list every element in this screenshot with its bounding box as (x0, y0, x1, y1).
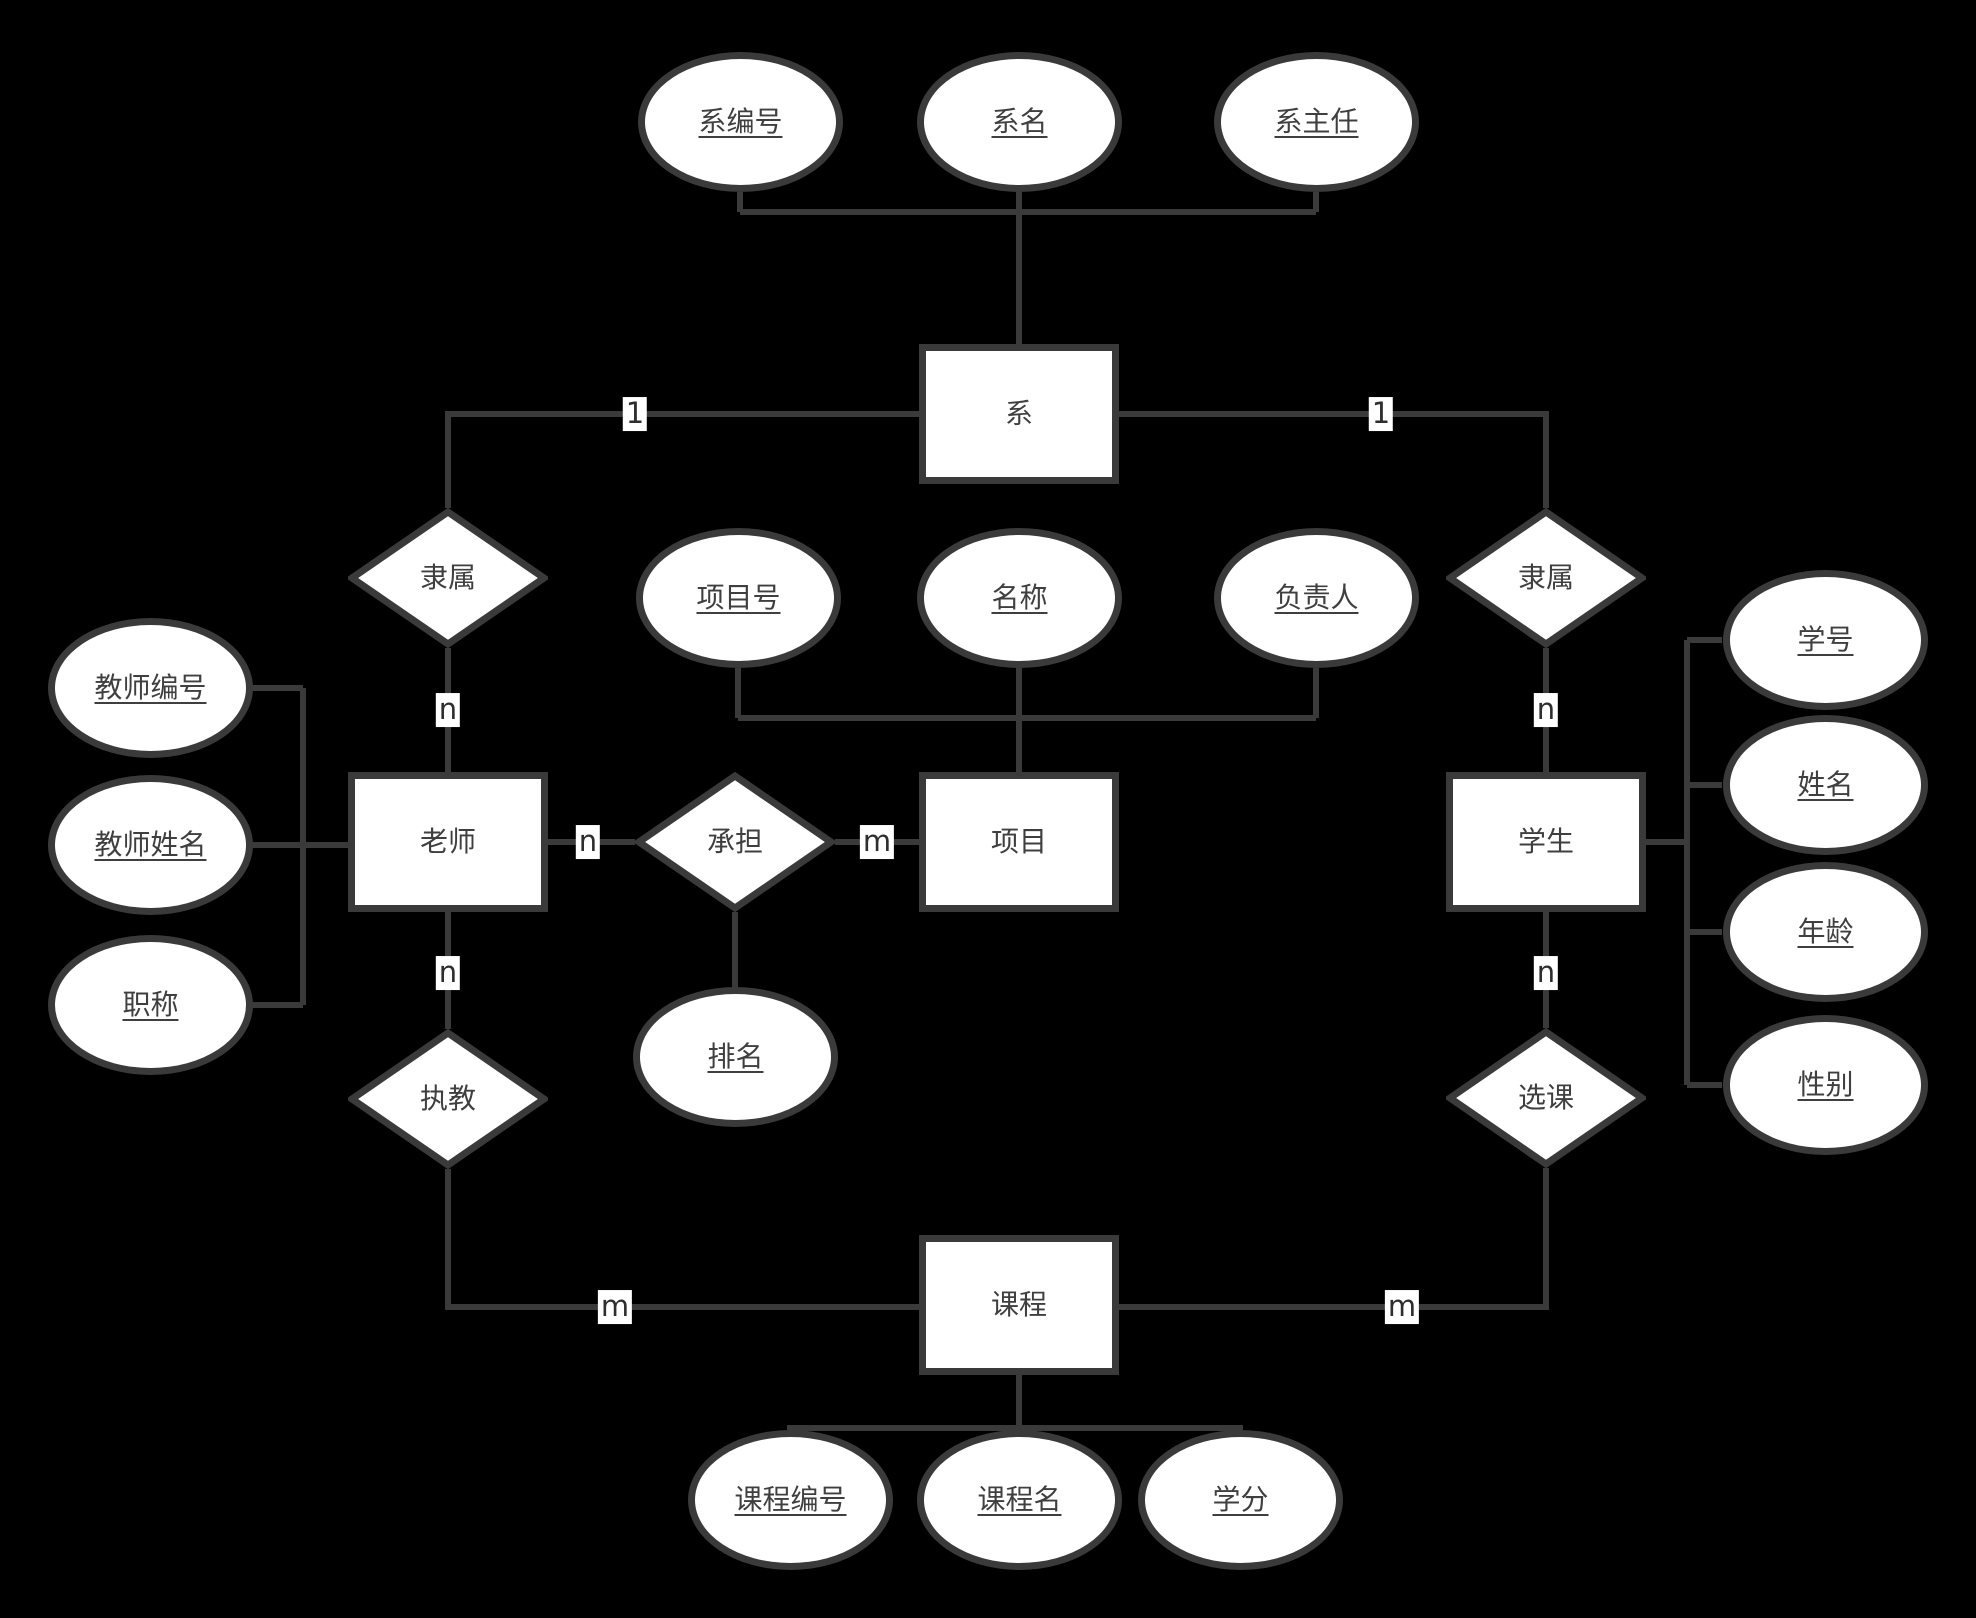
attribute-label: 排名 (707, 1040, 764, 1074)
cardinality-label: n (1533, 693, 1559, 727)
attribute-label: 职称 (122, 988, 179, 1022)
entity-project: 项目 (919, 772, 1119, 912)
relationship-label: 隶属 (1517, 561, 1574, 595)
attribute-teacher-id: 教师编号 (48, 618, 253, 758)
relationship-xuanke: 选课 (1446, 1028, 1646, 1168)
attribute-project-id: 项目号 (636, 528, 841, 668)
attribute-label: 系主任 (1274, 105, 1359, 139)
diamond-shape (348, 1029, 548, 1169)
attribute-label: 系名 (991, 105, 1048, 139)
connector-teacher-attributes (252, 685, 348, 1008)
connector-dept-attributes (737, 192, 1319, 344)
connector-project-attributes (735, 668, 1319, 772)
cardinality-label: n (575, 825, 601, 859)
relationship-label: 执教 (419, 1082, 476, 1116)
attribute-label: 学分 (1212, 1483, 1269, 1517)
attribute-label: 课程编号 (734, 1483, 847, 1517)
diamond-shape (1446, 508, 1646, 648)
entity-student: 学生 (1446, 772, 1646, 912)
cardinality-label: 1 (1368, 397, 1394, 431)
cardinality-label: m (597, 1290, 633, 1324)
relationship-label: 隶属 (419, 561, 476, 595)
attribute-project-name: 名称 (917, 528, 1122, 668)
attribute-project-leader: 负责人 (1214, 528, 1419, 668)
entity-dept: 系 (919, 344, 1119, 484)
cardinality-label: n (435, 956, 461, 990)
attribute-rank: 排名 (633, 987, 838, 1127)
attribute-teacher-title: 职称 (48, 935, 253, 1075)
attribute-label: 教师编号 (94, 671, 207, 705)
attribute-course-name: 课程名 (917, 1430, 1122, 1570)
diamond-shape (635, 772, 835, 912)
connector-course-attributes (787, 1375, 1243, 1431)
attribute-dept-head: 系主任 (1214, 52, 1419, 192)
connector-student-attributes (1646, 637, 1722, 1088)
attribute-label: 负责人 (1274, 581, 1359, 615)
entity-label: 项目 (990, 825, 1047, 859)
cardinality-label: n (435, 693, 461, 727)
cardinality-label: 1 (622, 397, 648, 431)
attribute-label: 课程名 (977, 1483, 1062, 1517)
attribute-course-credit: 学分 (1138, 1430, 1343, 1570)
diamond-shape (348, 508, 548, 648)
attribute-label: 项目号 (696, 581, 781, 615)
entity-label: 老师 (419, 825, 476, 859)
attribute-student-age: 年龄 (1723, 862, 1928, 1002)
relationship-zhijiao: 执教 (348, 1029, 548, 1169)
attribute-label: 系编号 (698, 105, 783, 139)
relationship-lishu-left: 隶属 (348, 508, 548, 648)
attribute-dept-name: 系名 (917, 52, 1122, 192)
attribute-student-sex: 性别 (1723, 1015, 1928, 1155)
attribute-dept-id: 系编号 (638, 52, 843, 192)
entity-course: 课程 (919, 1235, 1119, 1375)
cardinality-label: m (1384, 1290, 1420, 1324)
entity-teacher: 老师 (348, 772, 548, 912)
attribute-label: 年龄 (1797, 915, 1854, 949)
relationship-chengdan: 承担 (635, 772, 835, 912)
relationship-label: 选课 (1517, 1081, 1574, 1115)
cardinality-label: m (859, 825, 895, 859)
relationship-label: 承担 (706, 825, 763, 859)
attribute-student-name: 姓名 (1723, 715, 1928, 855)
diamond-shape (1446, 1028, 1646, 1168)
cardinality-label: n (1533, 956, 1559, 990)
entity-label: 学生 (1517, 825, 1574, 859)
attribute-label: 名称 (991, 581, 1048, 615)
attribute-teacher-name: 教师姓名 (48, 775, 253, 915)
attribute-label: 教师姓名 (94, 828, 207, 862)
attribute-student-id: 学号 (1723, 570, 1928, 710)
entity-label: 课程 (990, 1288, 1047, 1322)
entity-label: 系 (1004, 397, 1033, 431)
relationship-lishu-right: 隶属 (1446, 508, 1646, 648)
attribute-label: 性别 (1797, 1068, 1854, 1102)
attribute-course-id: 课程编号 (688, 1430, 893, 1570)
attribute-label: 姓名 (1797, 768, 1854, 802)
attribute-label: 学号 (1797, 623, 1854, 657)
